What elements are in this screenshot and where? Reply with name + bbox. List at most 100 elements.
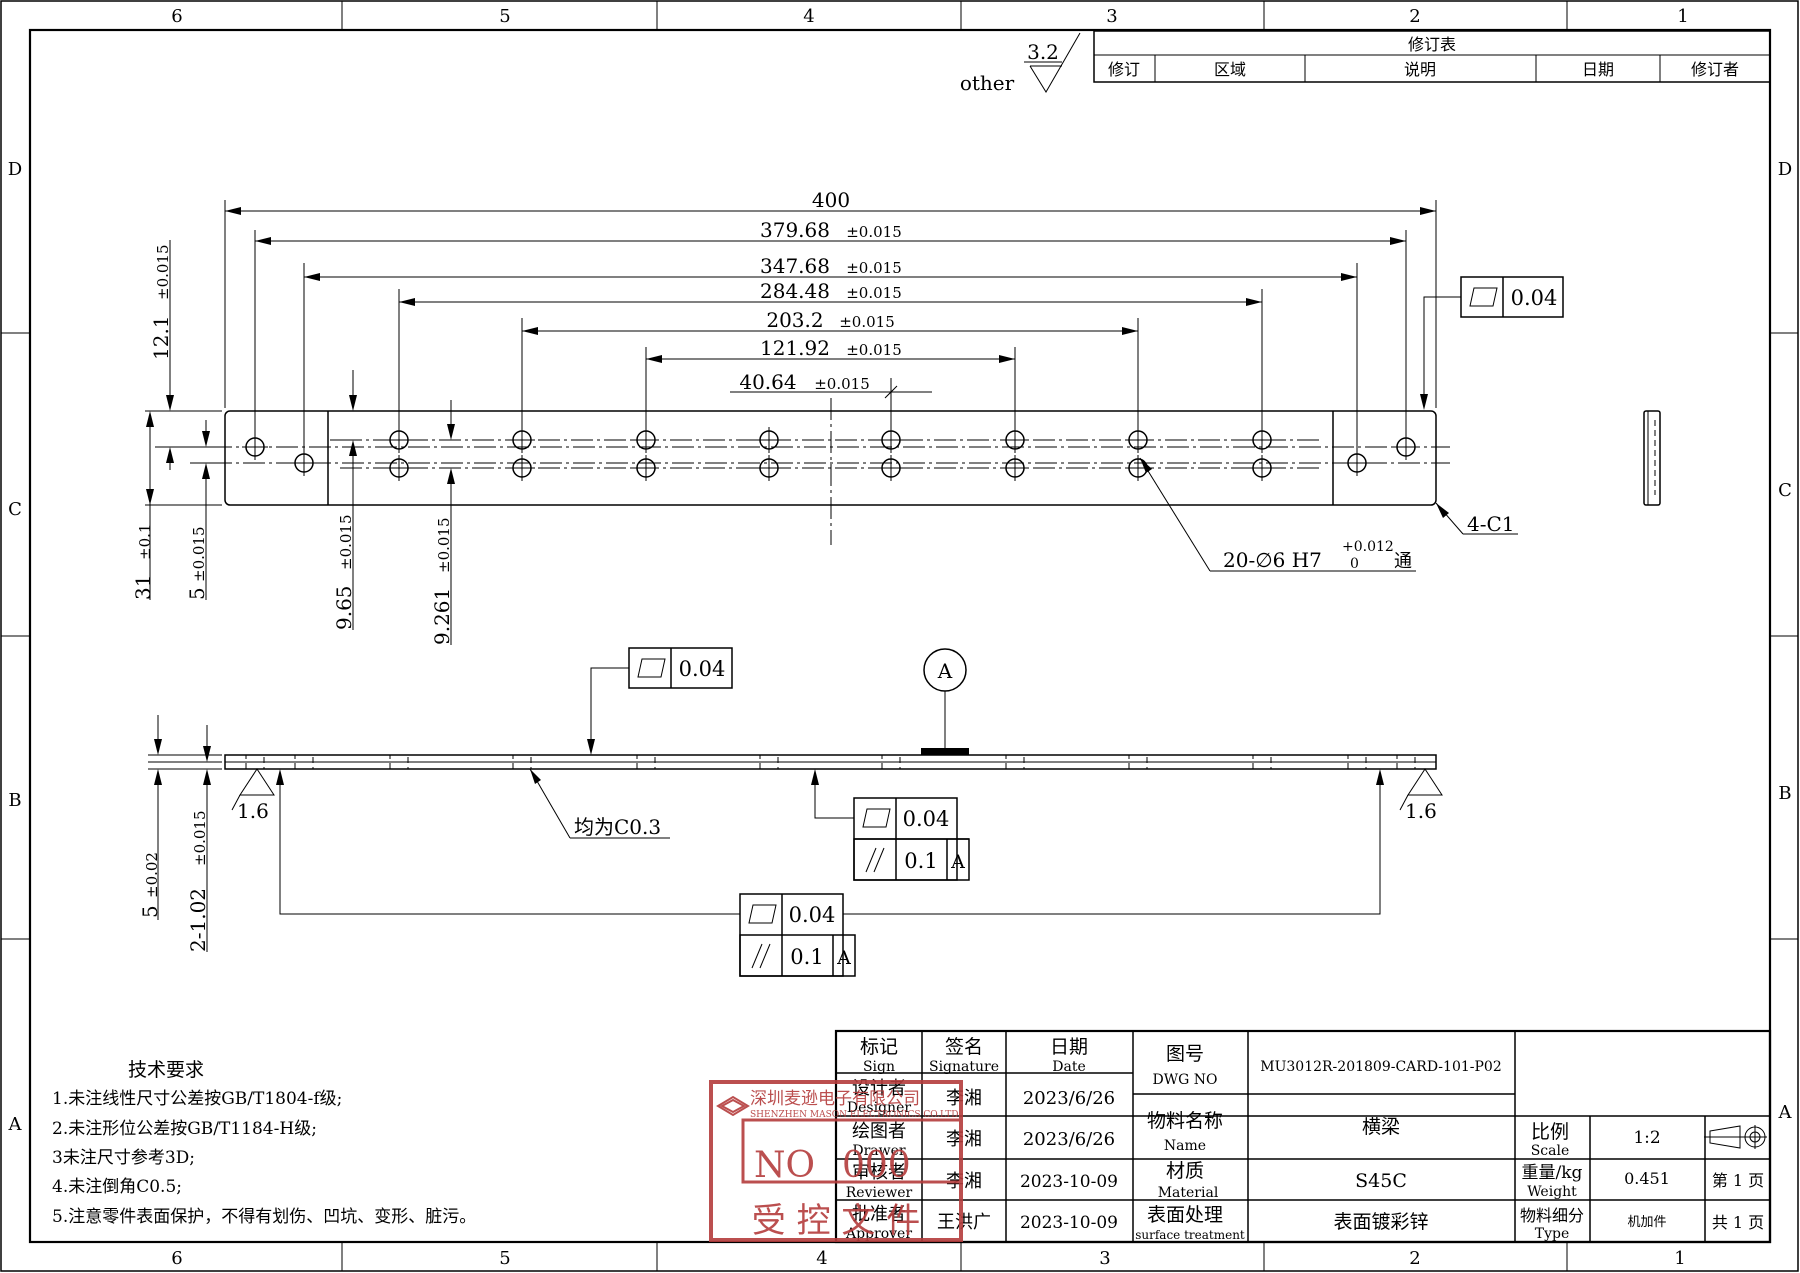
zone-top-3: 3 <box>1106 6 1117 27</box>
fcf-center-datum: A <box>950 851 965 873</box>
projection-symbol-icon <box>1704 1125 1767 1149</box>
dim-284-48-tol: ±0.015 <box>846 284 902 302</box>
tb-scale-en: Scale <box>1531 1143 1570 1159</box>
front-view-holes <box>245 754 1416 770</box>
tb-material-en: Material <box>1158 1185 1219 1201</box>
title-block: 标记 Sign 签名 Signature 日期 Date 设计者 Designe… <box>834 1029 1772 1244</box>
tb-surface-value: 表面镀彩锌 <box>1333 1211 1428 1233</box>
zone-right-B: B <box>1778 783 1791 804</box>
chamfer-callout-text: 4-C1 <box>1467 512 1515 536</box>
tb-surface-cn: 表面处理 <box>1147 1204 1223 1226</box>
stamp-no-value: 000 <box>842 1145 911 1186</box>
tb-signature-cn: 签名 <box>945 1036 983 1058</box>
top-view-horizontal-dims: 400 379.68 ±0.015 347.68 ±0.015 284.48 ±… <box>224 188 1437 463</box>
dim-9-65-tol: ±0.015 <box>337 514 355 570</box>
tb-name-value: 横梁 <box>1362 1116 1400 1138</box>
hidden-hole <box>1252 754 1272 770</box>
hole <box>386 455 412 481</box>
dim-front-1-02-tol: ±0.015 <box>191 810 209 866</box>
dim-front-1-02: 2-1.02 <box>186 888 210 952</box>
hidden-hole <box>294 754 314 770</box>
hole-callout-suffix: 通 <box>1394 551 1412 572</box>
zone-left-A: A <box>8 1114 23 1135</box>
hidden-hole <box>245 754 265 770</box>
zone-bottom-5: 5 <box>499 1248 510 1269</box>
dim-400: 400 <box>812 188 850 212</box>
roughness-left-value: 1.6 <box>237 799 269 823</box>
side-view <box>1643 410 1661 506</box>
controlled-document-stamp: 深圳麦逊电子有限公司 SHENZHEN MASON ELECTRONICS CO… <box>709 1080 963 1242</box>
zone-top-1: 1 <box>1677 6 1688 27</box>
front-view-vertical-dims: 5 ±0.02 2-1.02 ±0.015 <box>138 715 222 952</box>
tech-req-2: 2.未注形位公差按GB/T1184-H级; <box>52 1119 317 1139</box>
tb-weight-value: 0.451 <box>1624 1169 1670 1188</box>
tb-row2-name: 李湘 <box>946 1129 982 1150</box>
hole-callout-text: 20-∅6 H7 <box>1223 548 1322 572</box>
tb-row3-name: 李湘 <box>946 1171 982 1192</box>
flatness-top-value: 0.04 <box>1511 286 1558 310</box>
tb-row2-date: 2023/6/26 <box>1023 1129 1115 1150</box>
tb-type-en: Type <box>1535 1226 1570 1242</box>
revision-header-zone: 区域 <box>1214 60 1246 79</box>
tb-row2-cn: 绘图者 <box>852 1121 906 1142</box>
tb-material-value: S45C <box>1355 1170 1407 1192</box>
flatness-fcf-front: 0.04 <box>587 647 733 755</box>
fcf-center-flat: 0.04 <box>903 807 950 831</box>
revision-header-rev: 修订 <box>1108 60 1140 79</box>
tb-row1-date: 2023/6/26 <box>1023 1088 1115 1109</box>
zone-bottom-4: 4 <box>816 1248 827 1269</box>
dim-40-64: 40.64 <box>739 370 796 394</box>
hole <box>1002 455 1028 481</box>
dim-5: 5 <box>185 587 209 600</box>
tb-signature-en: Signature <box>929 1059 999 1075</box>
revision-header-date: 日期 <box>1582 60 1614 79</box>
surface-roughness-symbol: 3.2 other <box>960 32 1081 95</box>
dim-40-64-tol: ±0.015 <box>814 375 870 393</box>
stamp-controlled: 受 控 文 件 <box>752 1201 920 1241</box>
hidden-hole <box>512 754 532 770</box>
hole-callout-upper: +0.012 <box>1342 539 1394 555</box>
dim-9-65: 9.65 <box>332 585 356 630</box>
tb-weight-cn: 重量/kg <box>1522 1163 1583 1183</box>
chamfer-callout: 4-C1 <box>1435 502 1518 536</box>
tb-weight-en: Weight <box>1527 1184 1577 1200</box>
top-view <box>210 398 1450 545</box>
tb-sign-cn: 标记 <box>860 1036 898 1058</box>
fcf-center: 0.04 0.1 A <box>811 769 970 881</box>
tb-row3-date: 2023-10-09 <box>1020 1172 1118 1192</box>
mason-logo-icon <box>716 1095 750 1117</box>
flatness-fcf-top: 0.04 <box>1420 276 1564 410</box>
tb-name-cn: 物料名称 <box>1147 1110 1223 1132</box>
hole <box>878 455 904 481</box>
tb-scale-cn: 比例 <box>1531 1121 1569 1143</box>
dim-203-2-tol: ±0.015 <box>839 313 895 331</box>
zone-top-6: 6 <box>171 6 182 27</box>
hidden-hole <box>389 754 409 770</box>
dim-121-92-tol: ±0.015 <box>846 341 902 359</box>
roughness-left: 1.6 <box>231 768 275 823</box>
datum-a: A <box>923 648 967 748</box>
hidden-hole <box>1128 754 1148 770</box>
fcf-bottom-datum: A <box>836 947 851 969</box>
tb-dwgno-value: MU3012R-201809-CARD-101-P02 <box>1260 1059 1501 1075</box>
hidden-hole <box>881 754 901 770</box>
tech-req-3: 3未注尺寸参考3D; <box>52 1148 195 1168</box>
zone-right-A: A <box>1778 1102 1793 1123</box>
flatness-icon <box>637 658 666 678</box>
zone-bottom-1: 1 <box>1674 1248 1685 1269</box>
tb-row3-cn: 审核者 <box>852 1162 906 1183</box>
chamfer-note: 均为C0.3 <box>529 768 670 839</box>
tb-row2-en: Drawer <box>852 1143 906 1159</box>
chamfer-note-text: 均为C0.3 <box>574 815 661 839</box>
dim-379-68: 379.68 <box>760 218 830 242</box>
roughness-other: other <box>960 71 1015 95</box>
front-view <box>224 748 1437 770</box>
dim-5-tol: ±0.015 <box>190 526 208 582</box>
tb-name-en: Name <box>1164 1138 1206 1154</box>
tb-date-cn: 日期 <box>1050 1036 1088 1058</box>
flatness-icon <box>862 808 891 828</box>
dim-121-92: 121.92 <box>760 336 830 360</box>
zone-top-5: 5 <box>499 6 510 27</box>
stamp-company-en: SHENZHEN MASON ELECTRONICS CO.LTD <box>750 1110 958 1120</box>
